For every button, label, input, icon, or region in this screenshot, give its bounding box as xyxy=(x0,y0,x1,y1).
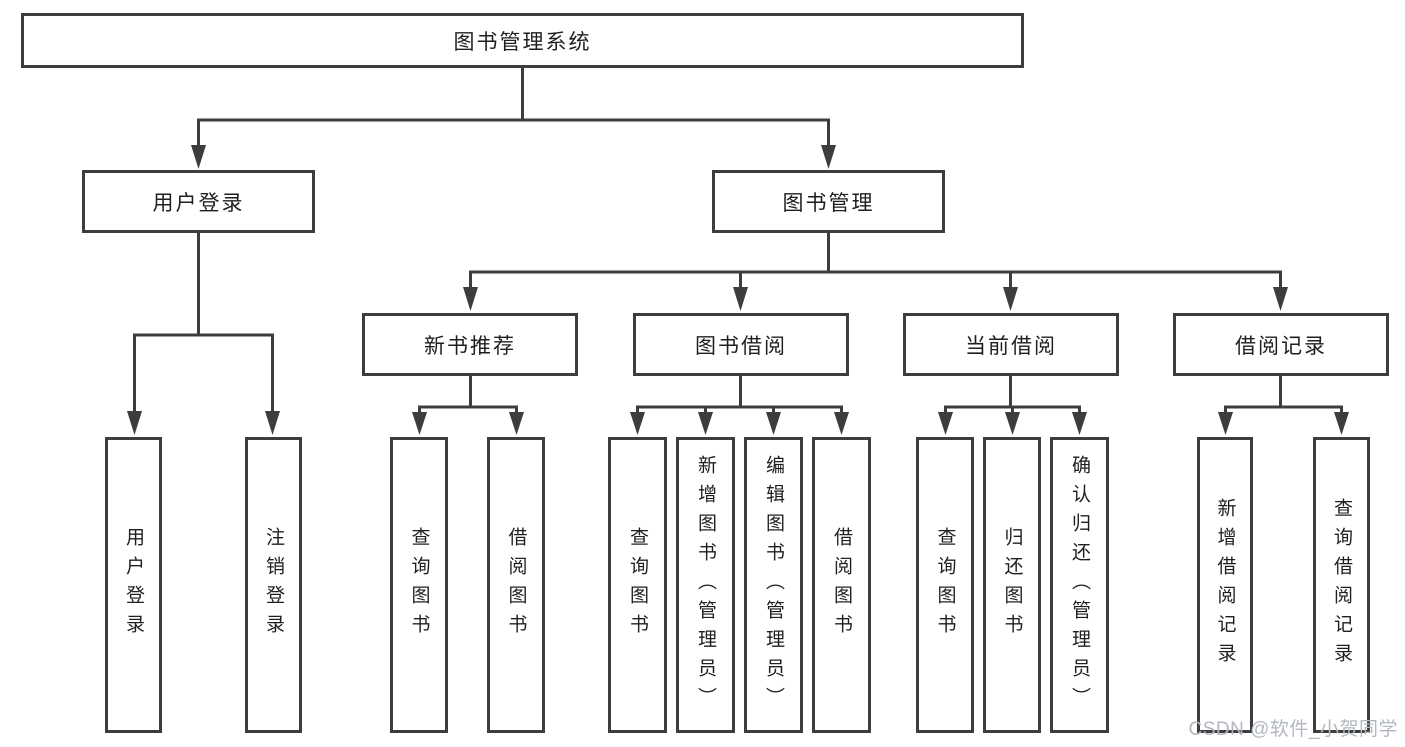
connector-borrow-records-to-leaves xyxy=(1224,376,1343,416)
node-label: 用户登录 xyxy=(152,191,245,215)
leaf-label: 确认归还（管理员） xyxy=(1069,454,1090,716)
leaf-label: 新增借阅记录 xyxy=(1214,498,1236,672)
node-borrow-records: 借阅记录 xyxy=(1173,313,1389,376)
leaf-user-login: 用户登录 xyxy=(105,437,162,733)
leaf-label: 查询借阅记录 xyxy=(1331,498,1352,672)
leaf-label: 注销登录 xyxy=(263,527,284,643)
node-label: 当前借阅 xyxy=(965,334,1057,358)
connector-book-borrow-to-leaves xyxy=(636,376,843,416)
node-label: 图书管理 xyxy=(782,191,875,215)
node-book-borrow: 图书借阅 xyxy=(633,313,849,376)
leaf-label: 查询图书 xyxy=(408,527,430,643)
node-new-book-recommend: 新书推荐 xyxy=(362,313,578,376)
node-label: 新书推荐 xyxy=(424,334,516,358)
node-label: 借阅记录 xyxy=(1235,334,1327,358)
leaf-label: 借阅图书 xyxy=(505,527,527,643)
leaf-confirm-return-admin: 确认归还（管理员） xyxy=(1050,437,1109,733)
leaf-query-borrow-record: 查询借阅记录 xyxy=(1313,437,1370,733)
leaf-query-books-1: 查询图书 xyxy=(390,437,448,733)
leaf-query-books-2: 查询图书 xyxy=(608,437,667,733)
leaf-borrow-books-1: 借阅图书 xyxy=(487,437,545,733)
leaf-label: 归还图书 xyxy=(1001,527,1023,643)
node-library-management-system: 图书管理系统 xyxy=(21,13,1024,68)
leaf-label: 查询图书 xyxy=(934,527,956,643)
node-book-management: 图书管理 xyxy=(712,170,945,233)
node-current-borrow: 当前借阅 xyxy=(903,313,1119,376)
leaf-query-books-3: 查询图书 xyxy=(916,437,974,733)
node-user-login: 用户登录 xyxy=(82,170,315,233)
leaf-edit-book-admin: 编辑图书（管理员） xyxy=(744,437,803,733)
leaf-borrow-books-2: 借阅图书 xyxy=(812,437,871,733)
leaf-add-borrow-record: 新增借阅记录 xyxy=(1197,437,1253,733)
leaf-return-books: 归还图书 xyxy=(983,437,1041,733)
leaf-label: 新增图书（管理员） xyxy=(695,454,716,716)
node-label: 图书管理系统 xyxy=(453,30,592,54)
connector-new-book-recommend-to-leaves xyxy=(418,376,518,416)
connector-current-borrow-to-leaves xyxy=(944,376,1081,416)
leaf-add-book-admin: 新增图书（管理员） xyxy=(676,437,735,733)
csdn-watermark: CSDN @软件_小贺同学 xyxy=(1188,719,1398,740)
leaf-label: 借阅图书 xyxy=(831,527,852,643)
connector-book-management-to-level3 xyxy=(469,233,1282,290)
node-label: 图书借阅 xyxy=(695,334,787,358)
leaf-label: 编辑图书（管理员） xyxy=(763,454,784,716)
leaf-label: 用户登录 xyxy=(123,527,144,643)
leaf-label: 查询图书 xyxy=(627,527,648,643)
leaf-logout: 注销登录 xyxy=(245,437,302,733)
connector-root-to-level2 xyxy=(197,68,830,147)
arrowheads xyxy=(127,145,1349,435)
connector-user-login-to-leaves xyxy=(133,233,274,413)
